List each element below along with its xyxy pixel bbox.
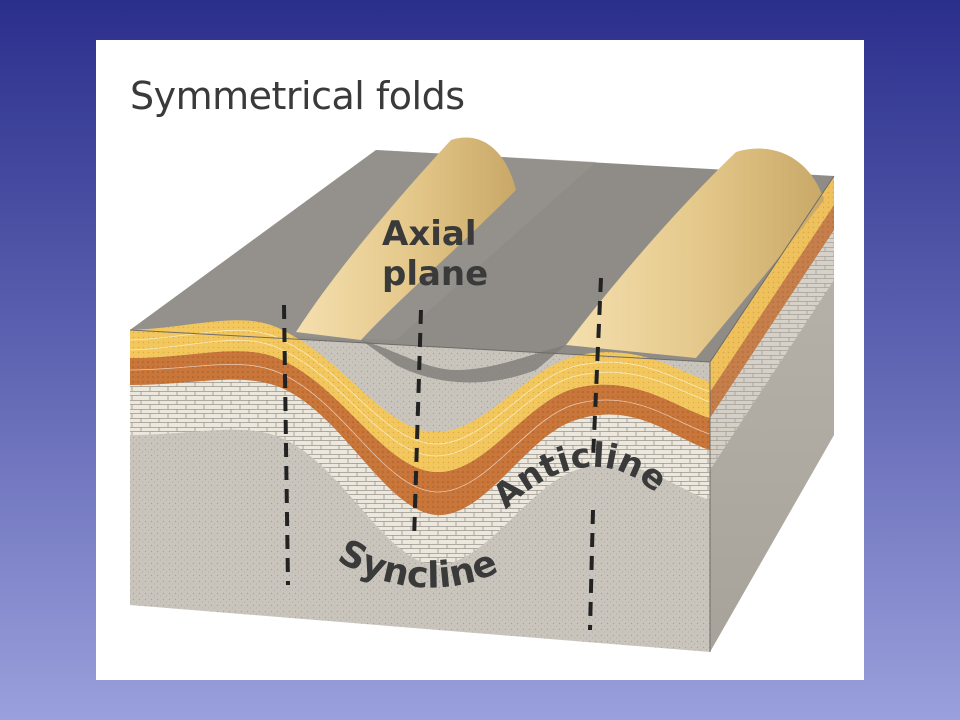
fold-block-diagram: Axial plane Syncline Anticline: [129, 137, 835, 652]
axial-plane-line-right-lower: [588, 509, 595, 631]
limestone-layer: [130, 379, 710, 565]
diagram-title: Symmetrical folds: [130, 74, 465, 118]
anticline-ridge-right: [566, 148, 824, 358]
anticline-ridge-left: [296, 137, 516, 340]
axial-plane-line-left: [282, 304, 290, 586]
orange-sandstone-layer: [130, 351, 710, 516]
axial-plane-label-line1: Axial: [382, 214, 477, 254]
axial-plane-label-line2: plane: [382, 254, 488, 294]
diagram-panel: Symmetrical folds: [96, 40, 864, 680]
axial-plane-line-center: [412, 309, 423, 541]
axial-plane-line-right: [591, 277, 603, 461]
